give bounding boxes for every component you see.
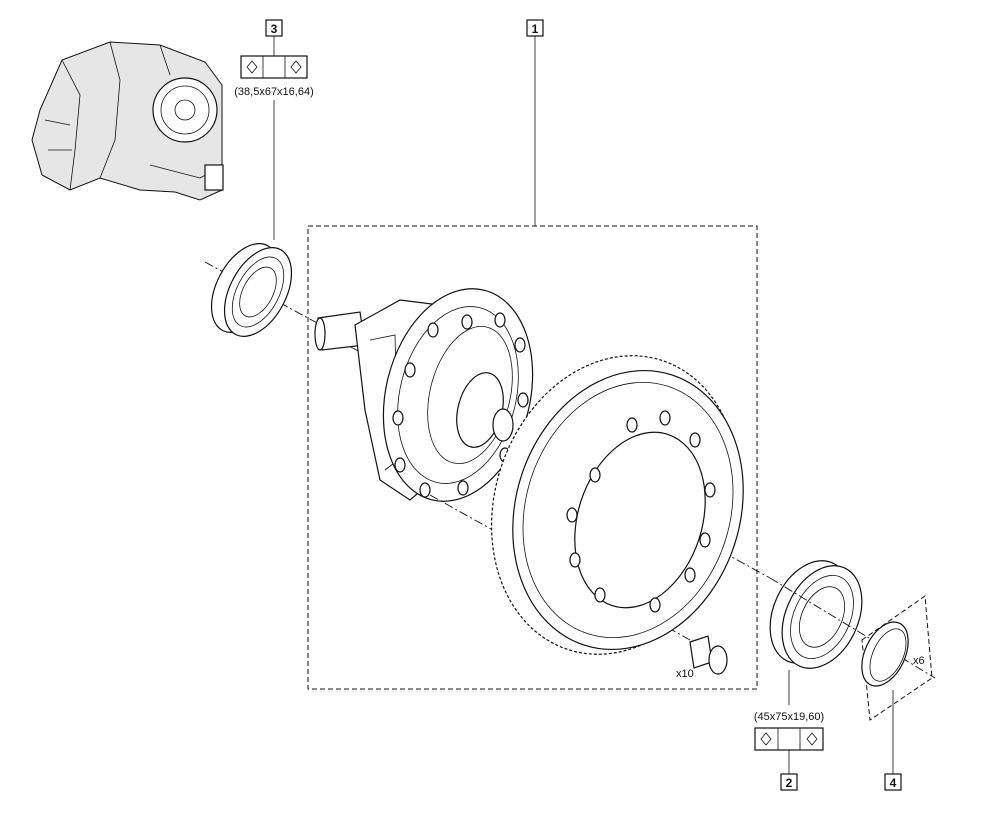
diamond-icon: [806, 732, 818, 746]
diamond-icon: [246, 60, 258, 74]
callout-4-number: 4: [890, 776, 897, 790]
bearing-2-dimension: (45x75x19,60): [754, 711, 824, 723]
differential-housing: [314, 288, 771, 641]
shim-quantity: x6: [913, 655, 925, 667]
diamond-icon: [290, 60, 302, 74]
bolt-quantity: x10: [676, 668, 694, 680]
callout-4: 4: [884, 773, 902, 791]
callout-2-number: 2: [786, 776, 793, 790]
callout-3: 3: [265, 19, 283, 56]
tolerance-box-2: [754, 727, 824, 751]
shim-ring: [861, 595, 933, 721]
callout-3-number: 3: [271, 22, 278, 36]
callout-2: 2: [780, 773, 798, 791]
ring-gear: [490, 355, 744, 655]
callout-1: 1: [526, 19, 544, 226]
tolerance-box-3: [240, 55, 308, 79]
left-bearing: [204, 243, 331, 337]
right-bearing: [769, 560, 936, 679]
assembly-dashed-frame: [307, 225, 758, 690]
callout-1-number: 1: [532, 22, 539, 36]
diamond-icon: [760, 732, 772, 746]
gearbox-thumbnail-icon: [31, 41, 224, 201]
bearing-3-dimension: (38,5x67x16,64): [234, 86, 314, 98]
ring-gear-bolt: [689, 635, 728, 675]
